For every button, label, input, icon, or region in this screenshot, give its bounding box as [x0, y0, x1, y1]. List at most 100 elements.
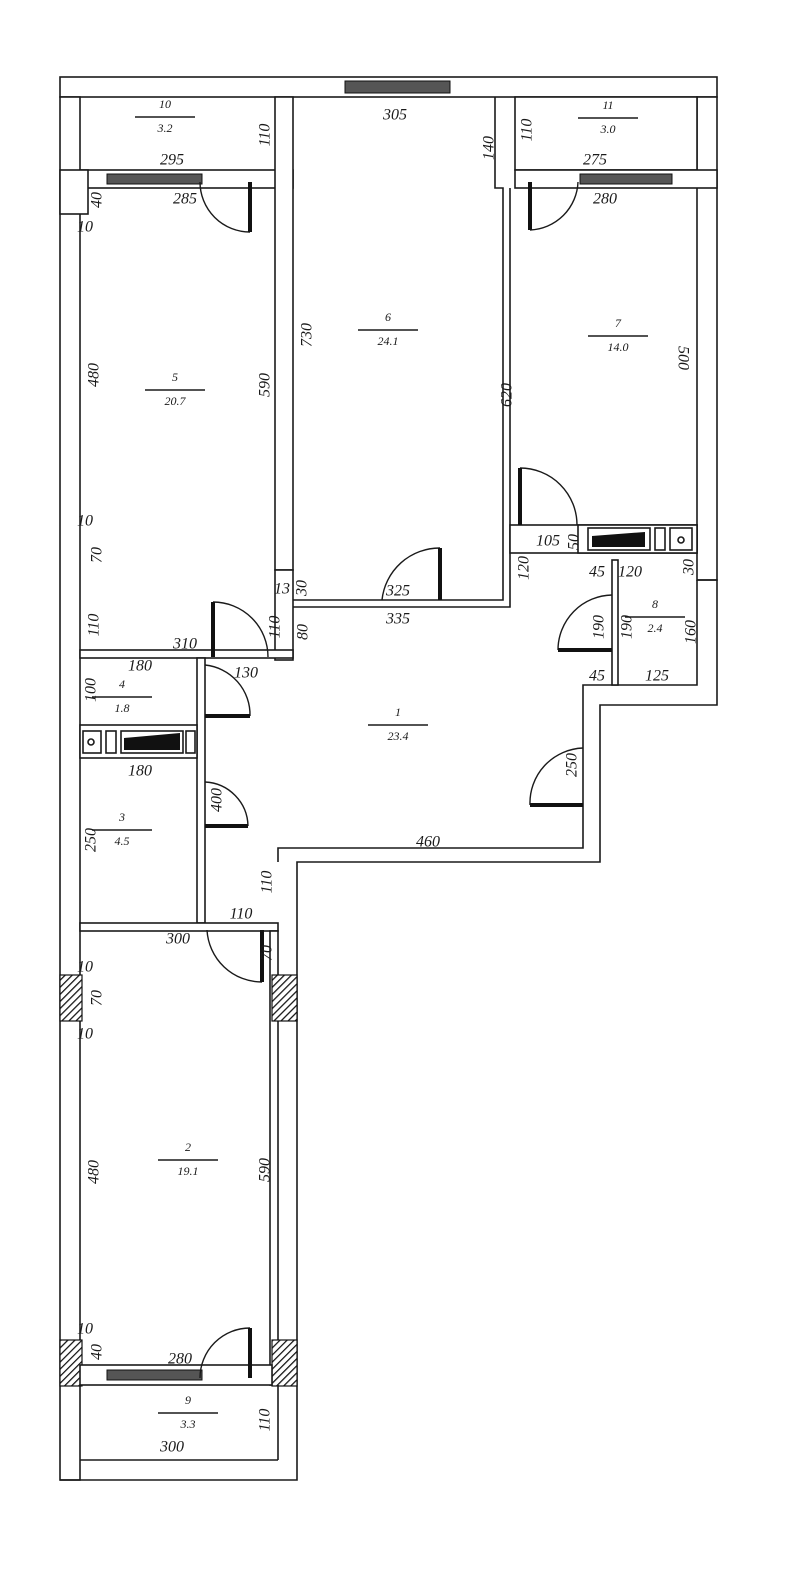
dimension-label: 125 [645, 668, 669, 685]
room-area: 24.1 [378, 334, 399, 348]
room-area: 3.2 [157, 121, 173, 135]
dimension-label: 190 [619, 615, 636, 639]
column [271, 974, 298, 1022]
window [106, 1369, 203, 1381]
dimension-label: 285 [173, 191, 197, 208]
room-area: 3.0 [600, 122, 616, 136]
room-area: 14.0 [608, 340, 629, 354]
dimension-label: 110 [259, 871, 276, 894]
room-number: 6 [385, 310, 391, 324]
room-area: 20.7 [165, 394, 187, 408]
dimension-label: 300 [165, 931, 190, 948]
dimension-label: 190 [591, 615, 608, 639]
dimension-label: 310 [172, 636, 197, 653]
dimension-label: 110 [257, 1409, 274, 1432]
dimension-label: 110 [267, 616, 284, 639]
dimension-label: 180 [128, 658, 152, 675]
dimension-label: 130 [234, 665, 258, 682]
room-number: 8 [652, 597, 658, 611]
dimension-label: 140 [481, 136, 498, 160]
walls [59, 76, 718, 1481]
dimension-label: 10 [77, 1321, 93, 1338]
dimension-label: 620 [499, 383, 516, 407]
dimension-label: 275 [583, 152, 607, 169]
column [59, 1339, 83, 1387]
room-number: 9 [185, 1393, 191, 1407]
room-label: 103.2 [135, 97, 195, 135]
dimension-label: 105 [536, 533, 560, 550]
dimension-label: 50 [566, 534, 583, 550]
dimension-label: 280 [168, 1351, 192, 1368]
room-label: 219.1 [158, 1140, 218, 1178]
window [106, 173, 203, 185]
dimension-label: 120 [618, 564, 642, 581]
room-label: 714.0 [588, 316, 648, 354]
dimension-label: 480 [86, 363, 103, 387]
window [579, 173, 673, 185]
room-number: 7 [615, 316, 622, 330]
dimension-label: 325 [385, 583, 410, 600]
dimension-label: 40 [89, 1344, 106, 1360]
dimension-label: 460 [416, 834, 440, 851]
dimension-label: 590 [257, 373, 274, 397]
room-label: 123.4 [368, 705, 428, 743]
room-number: 4 [119, 677, 125, 691]
room-number: 3 [118, 810, 125, 824]
room-number: 5 [172, 370, 178, 384]
room-label: 82.4 [625, 597, 685, 635]
dimension-label: 40 [89, 192, 106, 208]
dimension-label: 250 [564, 753, 581, 777]
dimension-label: 280 [593, 191, 617, 208]
room-label: 520.7 [145, 370, 205, 408]
dimension-label: 110 [86, 614, 103, 637]
dimension-label: 730 [299, 323, 316, 347]
dimension-label: 480 [86, 1160, 103, 1184]
room-label: 624.1 [358, 310, 418, 348]
dimension-label: 110 [230, 906, 253, 923]
column [59, 974, 83, 1022]
dimension-label: 110 [257, 124, 274, 147]
window [344, 80, 451, 94]
dimension-label: 70 [89, 547, 106, 563]
dimension-label: 10 [77, 513, 93, 530]
room-area: 23.4 [388, 729, 409, 743]
room-number: 10 [159, 97, 171, 111]
dimension-label: 30 [294, 580, 311, 597]
dimension-label: 500 [674, 346, 691, 370]
room-number: 1 [395, 705, 401, 719]
room-area: 2.4 [648, 621, 663, 635]
dimension-label: 180 [128, 763, 152, 780]
dimension-label: 10 [77, 959, 93, 976]
dimension-label: 70 [259, 945, 276, 961]
room-number: 11 [602, 98, 613, 112]
dimension-label: 335 [385, 611, 410, 628]
room-area: 3.3 [180, 1417, 196, 1431]
dimension-label: 10 [77, 1026, 93, 1043]
room-label: 113.0 [578, 98, 638, 136]
dimension-label: 160 [683, 620, 700, 644]
dimension-label: 400 [209, 788, 226, 812]
dimension-label: 295 [160, 152, 184, 169]
dimension-label: 80 [295, 624, 312, 640]
dimension-label: 10 [77, 219, 93, 236]
dimension-label: 100 [83, 678, 100, 702]
doors [199, 181, 613, 1379]
dimension-label: 45 [589, 564, 605, 581]
dimension-label: 305 [382, 107, 407, 124]
room-label: 34.5 [92, 810, 152, 848]
room-number: 2 [185, 1140, 191, 1154]
room-labels: 123.4219.134.541.8520.7624.1714.082.493.… [92, 97, 685, 1431]
dimension-label: 300 [159, 1439, 184, 1456]
dimension-label: 30 [681, 559, 698, 576]
dimension-label: 45 [589, 668, 605, 685]
room-area: 1.8 [115, 701, 130, 715]
room-area: 4.5 [115, 834, 130, 848]
dimension-label: 590 [257, 1158, 274, 1182]
dimension-label: 70 [89, 990, 106, 1006]
dimension-label: 250 [83, 828, 100, 852]
column [271, 1339, 298, 1387]
dimension-label: 110 [519, 119, 536, 142]
room-label: 93.3 [158, 1393, 218, 1431]
